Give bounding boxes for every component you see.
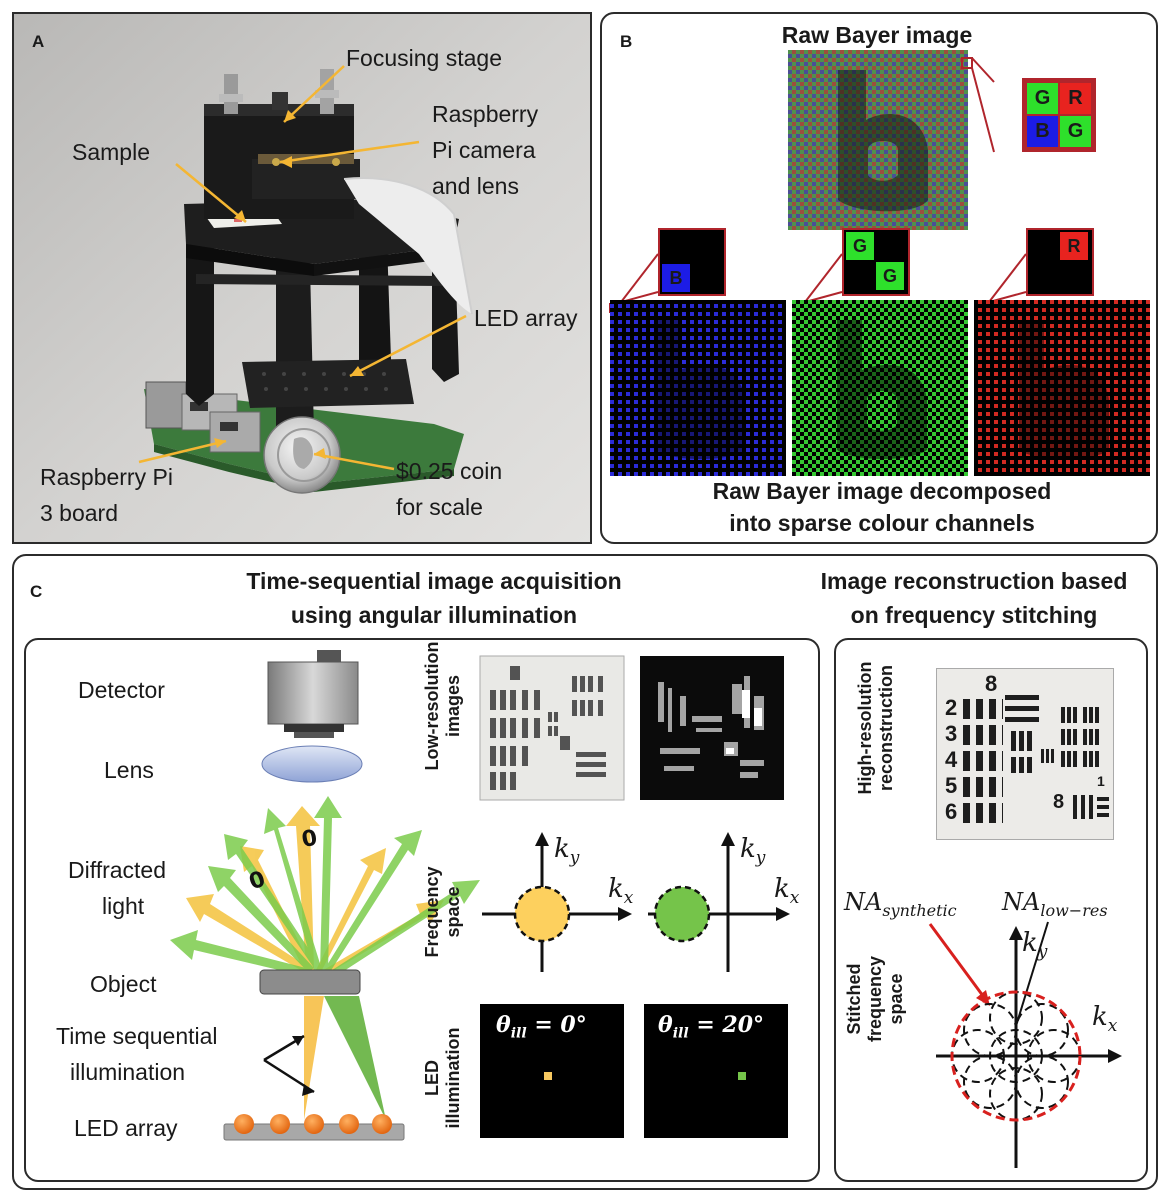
pupil-yellow <box>513 885 571 943</box>
acquisition-schematic: 0 0 <box>170 650 480 1141</box>
callout-camera-l3: and lens <box>432 173 519 199</box>
row-label-lowres: Low-resolution images <box>422 641 463 771</box>
pupil-green <box>653 885 711 943</box>
channel-callout-lines <box>609 253 1027 313</box>
red-cell: R <box>1060 232 1088 260</box>
red-channel-image <box>974 300 1150 476</box>
frequency-space-yellow <box>482 832 632 972</box>
panel-b: B Raw Bayer image G R B G B G G R <box>600 12 1158 544</box>
blue-channel-zoom: B <box>658 228 726 296</box>
target-digit-1: 1 <box>1097 773 1105 789</box>
kx-label-1: kx <box>608 874 634 909</box>
label-diffracted-l1: Diffracted <box>68 857 167 883</box>
target-digit-4: 4 <box>945 747 958 772</box>
panel-b-caption-l1: Raw Bayer image decomposed <box>712 478 1052 504</box>
label-object: Object <box>90 971 157 997</box>
panel-a-label: A <box>32 32 45 51</box>
bayer-cell-b: B <box>1027 116 1058 147</box>
led-array-icon <box>223 1114 405 1141</box>
panel-b-title: Raw Bayer image <box>781 22 973 48</box>
target-bars-horizontal <box>1005 695 1039 725</box>
highres-reconstruction-image: 8 2 3 4 5 6 1 8 <box>936 668 1114 840</box>
theta-label-1: θill = 0° <box>496 1012 587 1042</box>
green-channel-zoom: G G <box>842 228 910 296</box>
panel-c-left-heading-l2: using angular illumination <box>290 602 578 628</box>
bayer-cell-r: R <box>1060 83 1091 114</box>
bayer-cell-g2: G <box>1060 116 1091 147</box>
lowres-image-dark <box>640 656 784 800</box>
callout-board-l1: Raspberry Pi <box>40 464 173 490</box>
frequency-space-green <box>648 832 790 972</box>
label-led-array: LED array <box>74 1115 178 1141</box>
blue-channel-image <box>610 300 786 476</box>
callout-camera-l1: Raspberry <box>432 101 539 127</box>
bayer-cell-g1: G <box>1027 83 1058 114</box>
red-channel-zoom: R <box>1026 228 1094 296</box>
lowres-image-bright <box>479 655 625 801</box>
theta-label-2: θill = 20° <box>658 1012 765 1042</box>
order-label-center: 0 <box>300 826 319 853</box>
bayer-pattern-zoom: G R B G <box>1022 78 1096 152</box>
led-dot-green <box>738 1072 746 1080</box>
label-illum-l1: Time sequential <box>56 1023 218 1049</box>
callout-focusing-stage: Focusing stage <box>346 45 502 71</box>
panel-b-label: B <box>620 32 633 51</box>
target-digit-5: 5 <box>945 773 958 798</box>
row-label-stitched: Stitched frequency space <box>844 955 906 1043</box>
label-illum-l2: illumination <box>70 1059 186 1085</box>
callout-coin-l2: for scale <box>396 494 483 520</box>
panel-c-left-heading-l1: Time-sequential image acquisition <box>246 568 622 594</box>
callout-sample: Sample <box>72 139 150 165</box>
target-small-8: 8 <box>1053 791 1065 813</box>
row-label-frequency: Frequency space <box>422 866 463 958</box>
row-label-highres: High-resolution reconstruction <box>855 661 896 795</box>
object-slide-icon <box>259 969 361 995</box>
panel-c-right-heading-l1: Image reconstruction based <box>820 568 1128 594</box>
callout-board-l2: 3 board <box>40 500 119 526</box>
panel-c: C Time-sequential image acquisition usin… <box>12 554 1158 1190</box>
led-illumination-0deg: θill = 0° <box>480 1004 624 1138</box>
target-digit-6: 6 <box>945 799 958 824</box>
raw-zoom-callout-lines <box>961 57 995 153</box>
led-dot-yellow <box>544 1072 552 1080</box>
callout-coin-l1: $0.25 coin <box>396 458 503 484</box>
synthetic-aperture-circle <box>950 990 1082 1122</box>
ky-label-3: ky <box>1022 928 1048 963</box>
na-synthetic-label: NAsynthetic <box>844 888 957 920</box>
green-cell-2: G <box>876 262 904 290</box>
microscope-photo <box>14 14 590 542</box>
label-diffracted-l2: light <box>102 893 145 919</box>
panel-c-right-heading-l2: on frequency stitching <box>850 602 1098 628</box>
order-label-left: 0 <box>246 867 269 896</box>
blue-cell: B <box>662 264 690 292</box>
panel-b-caption-l2: into sparse colour channels <box>729 510 1035 536</box>
callout-led-array: LED array <box>474 305 578 331</box>
raw-bayer-image <box>788 50 968 230</box>
detector-icon <box>267 650 359 738</box>
callout-camera-l2: Pi camera <box>432 137 536 163</box>
green-cell-1: G <box>846 232 874 260</box>
target-bars-left <box>963 699 1003 827</box>
kx-label-2: kx <box>774 874 800 909</box>
kx-label-3: kx <box>1092 1002 1118 1037</box>
panel-c-label: C <box>30 582 43 601</box>
stitched-frequency-diagram <box>928 921 1122 1168</box>
ky-label-1: ky <box>554 834 580 869</box>
led-illumination-20deg: θill = 20° <box>644 1004 788 1138</box>
label-detector: Detector <box>78 677 165 703</box>
target-digit-3: 3 <box>945 721 958 746</box>
label-lens: Lens <box>104 757 154 783</box>
row-label-led-illumination: LED illumination <box>422 1027 463 1129</box>
target-top-digit: 8 <box>985 671 998 696</box>
target-digit-2: 2 <box>945 695 958 720</box>
na-lowres-label: NAlow−res <box>1002 888 1108 920</box>
ky-label-2: ky <box>740 834 766 869</box>
panel-a: A Focusing stage Sample Raspberry Pi cam… <box>12 12 592 544</box>
lens-icon <box>261 745 363 783</box>
green-channel-image <box>792 300 968 476</box>
